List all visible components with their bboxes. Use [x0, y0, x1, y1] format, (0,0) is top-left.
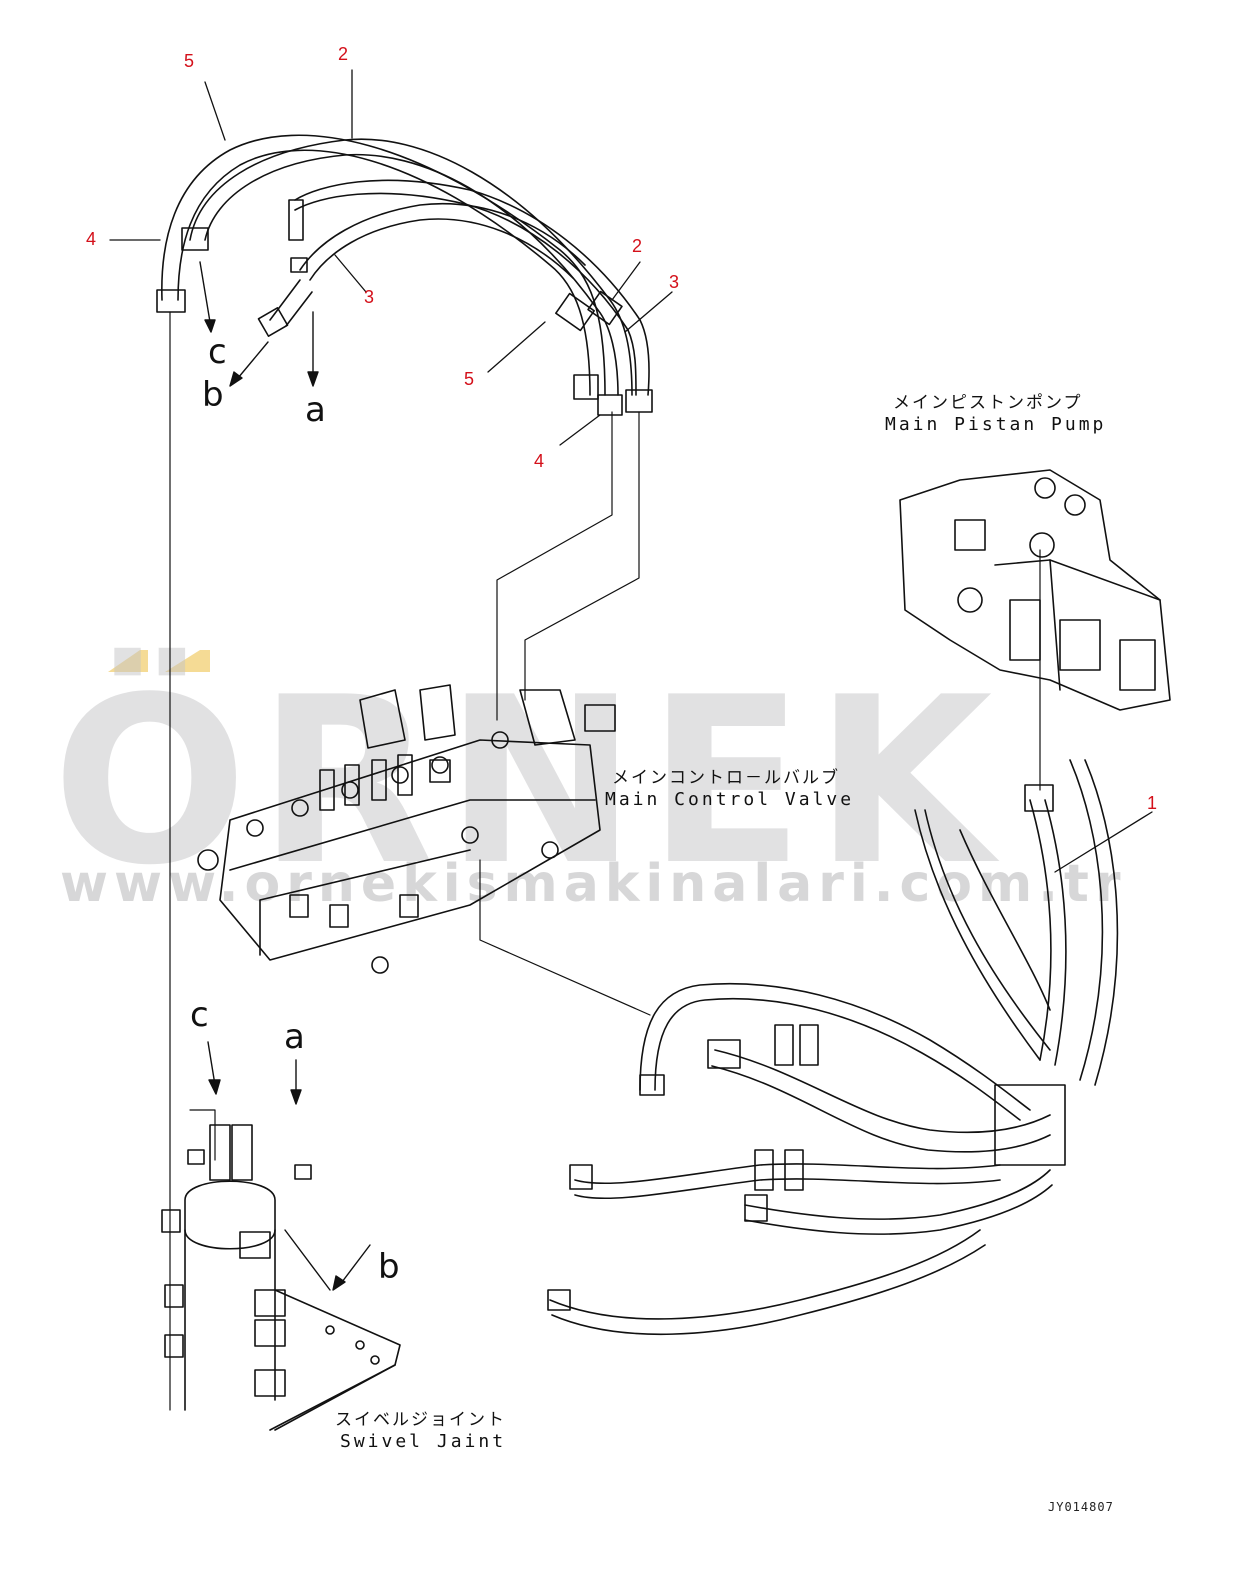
callout-3-mid: 3	[364, 287, 375, 307]
callout-3-right: 3	[669, 272, 680, 292]
letter-c-bottom: c	[190, 995, 209, 1035]
callout-5-mid: 5	[464, 369, 475, 389]
letter-b-top: b	[202, 375, 224, 415]
callout-4-mid: 4	[534, 451, 545, 471]
letter-b-bottom: b	[378, 1247, 400, 1287]
routing-lines	[169, 311, 1041, 1411]
pump-label-en: Main Pistan Pump	[885, 414, 1107, 435]
letter-a-bottom: a	[284, 1017, 305, 1057]
main-pump-drawing	[899, 469, 1171, 711]
callout-5-top: 5	[184, 51, 195, 71]
pump-label-jp: メインピストンポンプ	[893, 393, 1083, 413]
swivel-label-jp: スイベルジョイント	[335, 1410, 506, 1430]
leader-lines	[109, 69, 1153, 873]
swivel-joint-drawing	[161, 1124, 401, 1431]
hose-group-lower	[547, 759, 1119, 1336]
valve-label-jp: メインコントロ－ルバルブ	[612, 768, 840, 788]
reference-arrows	[199, 261, 371, 1291]
callout-4-left: 4	[86, 229, 97, 249]
main-control-valve-drawing	[197, 684, 616, 974]
hose-fittings-top	[156, 199, 653, 416]
callout-1-right: 1	[1147, 793, 1158, 813]
letter-c-top: c	[208, 332, 227, 372]
valve-label-en: Main Control Valve	[605, 789, 855, 810]
drawing-code: JY014807	[1048, 1500, 1114, 1514]
watermark-url: www.ornekismakinalari.com.tr	[60, 854, 1127, 914]
callout-2-right: 2	[632, 236, 643, 256]
watermark-brand: ÖRNEK	[52, 649, 1003, 916]
hose-bundle-top	[161, 134, 650, 396]
swivel-label-en: Swivel Jaint	[340, 1431, 507, 1452]
letter-a-top: a	[305, 390, 326, 430]
callout-2-top: 2	[338, 44, 349, 64]
